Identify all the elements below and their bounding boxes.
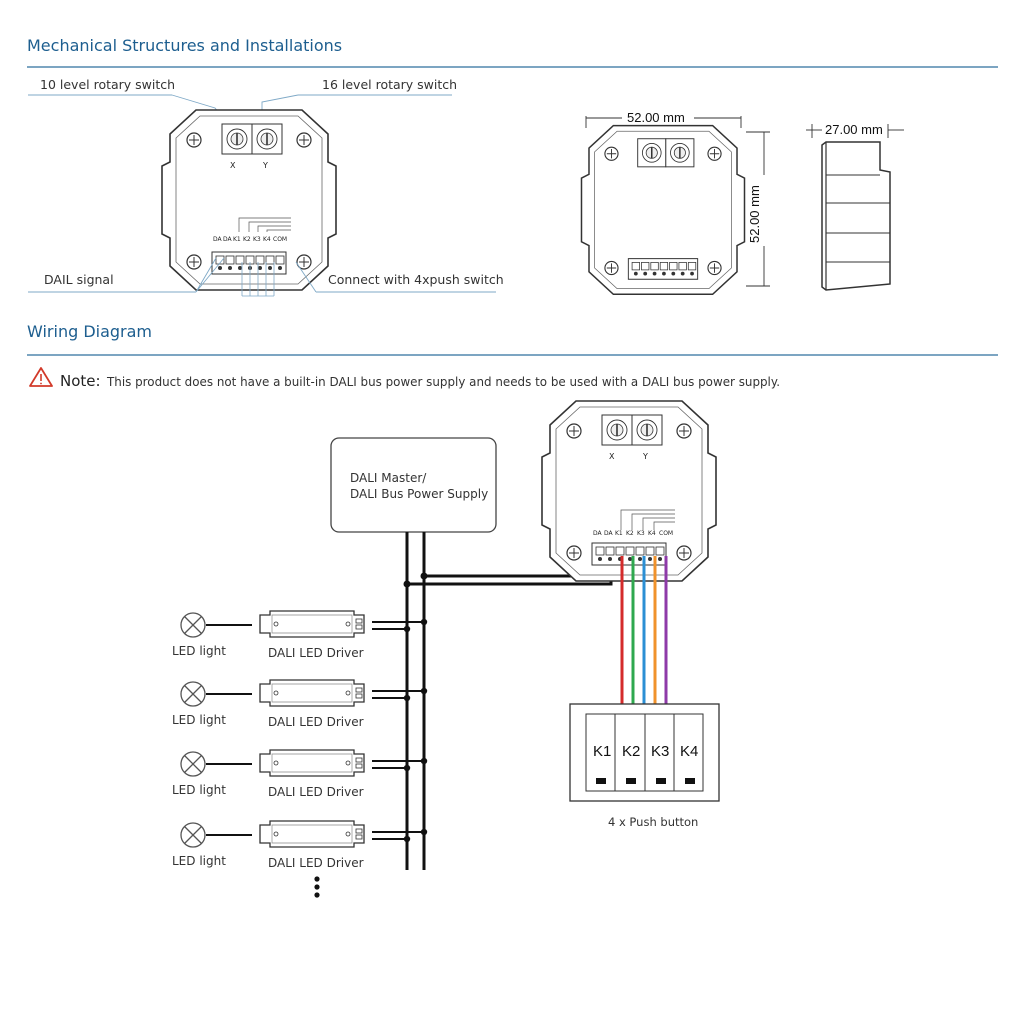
led-driver-label: DALI LED Driver bbox=[268, 646, 364, 660]
bus-junction bbox=[420, 618, 428, 626]
led-lamp-icon bbox=[180, 681, 206, 707]
button-k3-label: K3 bbox=[651, 743, 669, 760]
led-row: LED light DALI LED Driver bbox=[172, 610, 428, 660]
push-button-caption: 4 x Push button bbox=[608, 815, 698, 829]
led-driver-label: DALI LED Driver bbox=[268, 856, 364, 870]
dali-led-driver-icon bbox=[259, 749, 365, 777]
note-label: Note: bbox=[60, 372, 101, 390]
wiring-heading: Wiring Diagram bbox=[27, 322, 152, 341]
led-row: LED light DALI LED Driver bbox=[172, 820, 428, 870]
terminal-label: K3 bbox=[253, 236, 261, 243]
knob-y-label: Y bbox=[642, 452, 648, 461]
dali-led-driver-icon bbox=[259, 820, 365, 848]
bus-junction bbox=[403, 625, 411, 633]
note-row: Note: This product does not have a built… bbox=[29, 367, 780, 390]
side-view: 27.00 mm bbox=[806, 122, 904, 291]
dali-master-line2: DALI Bus Power Supply bbox=[350, 487, 488, 501]
led-driver-label: DALI LED Driver bbox=[268, 715, 364, 729]
bus-junction bbox=[403, 835, 411, 843]
terminal-label: DA bbox=[604, 530, 614, 537]
terminal-bridge-lines bbox=[238, 217, 291, 232]
push-switch-leader bbox=[295, 261, 317, 293]
bus-junction bbox=[403, 580, 411, 588]
bus-junction bbox=[420, 828, 428, 836]
terminal-label: COM bbox=[659, 530, 673, 537]
dali-led-driver-icon bbox=[259, 610, 365, 638]
continuation-dot bbox=[314, 876, 320, 882]
dim-depth-label: 27.00 mm bbox=[825, 122, 883, 137]
button-k1-label: K1 bbox=[593, 743, 611, 760]
dali-signal-label: DAIL signal bbox=[44, 272, 114, 287]
push-switch-wires bbox=[241, 262, 275, 297]
dali-master-box bbox=[330, 437, 497, 533]
terminal-label: K4 bbox=[263, 236, 271, 243]
dim-height-label: 52.00 mm bbox=[747, 185, 762, 243]
push-switch-label: Connect with 4xpush switch bbox=[328, 272, 504, 287]
button-k2-label: K2 bbox=[622, 743, 640, 760]
bus-junction bbox=[403, 764, 411, 772]
dali-bus bbox=[405, 532, 613, 870]
led-driver-label: DALI LED Driver bbox=[268, 785, 364, 799]
rotary10-label: 10 level rotary switch bbox=[40, 77, 175, 92]
terminal-label: K3 bbox=[637, 530, 645, 537]
led-light-label: LED light bbox=[172, 854, 226, 868]
terminal-label: K1 bbox=[233, 236, 241, 243]
button-k4-label: K4 bbox=[680, 743, 698, 760]
terminal-label: DA bbox=[213, 236, 223, 243]
dali-signal-leader bbox=[195, 257, 225, 293]
continuation-dot bbox=[314, 884, 320, 890]
dali-master-line1: DALI Master/ bbox=[350, 471, 427, 485]
bus-junction bbox=[403, 694, 411, 702]
continuation-dot bbox=[314, 892, 320, 898]
terminal-label: K1 bbox=[615, 530, 623, 537]
push-button-panel: K1 K2 K3 K4 bbox=[569, 703, 720, 802]
mechanical-heading: Mechanical Structures and Installations bbox=[27, 36, 342, 55]
terminal-label: K2 bbox=[243, 236, 251, 243]
bus-junction bbox=[420, 572, 428, 580]
terminal-label: DA bbox=[593, 530, 603, 537]
knob-x-label: X bbox=[609, 452, 615, 461]
terminal-label: DA bbox=[223, 236, 233, 243]
led-light-label: LED light bbox=[172, 644, 226, 658]
led-light-label: LED light bbox=[172, 713, 226, 727]
push-button-wires bbox=[620, 556, 668, 704]
bus-junction bbox=[420, 757, 428, 765]
warning-icon bbox=[29, 367, 53, 387]
led-lamp-icon bbox=[180, 612, 206, 638]
rotary16-label: 16 level rotary switch bbox=[322, 77, 457, 92]
led-lamp-icon bbox=[180, 822, 206, 848]
led-lamp-icon bbox=[180, 751, 206, 777]
bus-junction bbox=[420, 687, 428, 695]
note-text: This product does not have a built-in DA… bbox=[106, 375, 780, 389]
led-light-label: LED light bbox=[172, 783, 226, 797]
dim-width-label: 52.00 mm bbox=[627, 110, 685, 125]
dali-led-driver-icon bbox=[259, 679, 365, 707]
terminal-label: K4 bbox=[648, 530, 656, 537]
knob-x-label: X bbox=[230, 161, 236, 170]
terminal-label: K2 bbox=[626, 530, 634, 537]
led-row: LED light DALI LED Driver bbox=[172, 679, 428, 729]
terminal-label: COM bbox=[273, 236, 287, 243]
knob-y-label: Y bbox=[262, 161, 268, 170]
terminal-bridge-lines bbox=[620, 509, 675, 530]
dimensioned-front-view: 52.00 mm 52.00 mm bbox=[580, 110, 770, 296]
led-row: LED light DALI LED Driver bbox=[172, 749, 428, 799]
